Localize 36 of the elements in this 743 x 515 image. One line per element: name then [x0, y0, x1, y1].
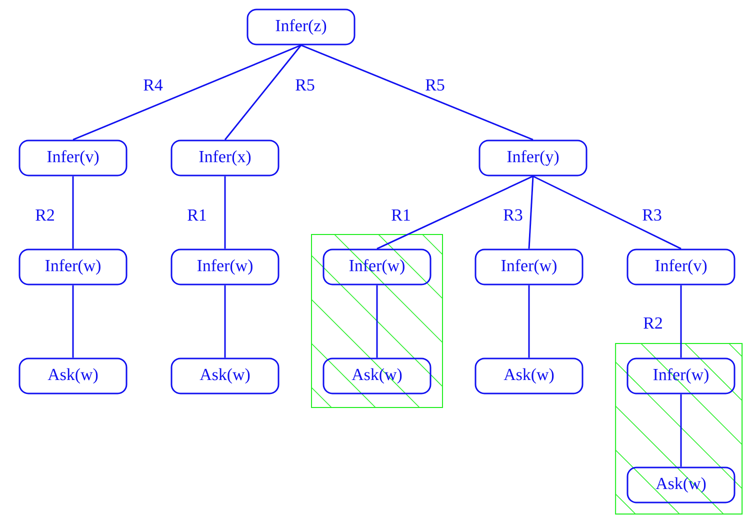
- process-box: Infer(w): [18, 248, 128, 286]
- process-box: Infer(v): [18, 140, 128, 176]
- edge-label: R1: [392, 209, 410, 221]
- connector-line: [224, 285, 226, 358]
- edge-label: R1: [188, 209, 206, 221]
- edge-label: R2: [36, 209, 54, 221]
- edge-label: R4: [144, 79, 163, 91]
- connector-line: [532, 176, 682, 250]
- process-box: Infer(w): [474, 248, 584, 286]
- connector-line: [72, 285, 74, 358]
- connector-line: [528, 176, 534, 249]
- process-box: Ask(w): [18, 358, 128, 394]
- edge-label: R3: [642, 209, 662, 221]
- process-box: Infer(v): [626, 248, 736, 286]
- connector-line: [680, 394, 682, 467]
- connector-line: [72, 176, 74, 249]
- connector-line: [376, 176, 534, 250]
- process-box: Infer(z): [246, 8, 356, 46]
- connector-line: [72, 44, 302, 140]
- connector-line: [300, 44, 534, 140]
- edge-label: R5: [296, 79, 314, 91]
- edge-label: R5: [426, 79, 444, 91]
- connector-line: [680, 285, 682, 358]
- process-box: Infer(w): [170, 248, 280, 286]
- connector-line: [224, 44, 302, 140]
- edge-label: R2: [644, 317, 662, 329]
- process-box: Infer(x): [170, 140, 280, 176]
- connector-line: [224, 176, 226, 249]
- connector-line: [376, 285, 378, 358]
- edge-label: R3: [504, 209, 522, 221]
- hatched-region: [615, 343, 743, 515]
- process-box: Ask(w): [474, 358, 584, 394]
- connector-line: [528, 285, 530, 358]
- hatched-region: [311, 234, 443, 408]
- process-box: Ask(w): [170, 358, 280, 394]
- process-box: Infer(y): [478, 140, 588, 176]
